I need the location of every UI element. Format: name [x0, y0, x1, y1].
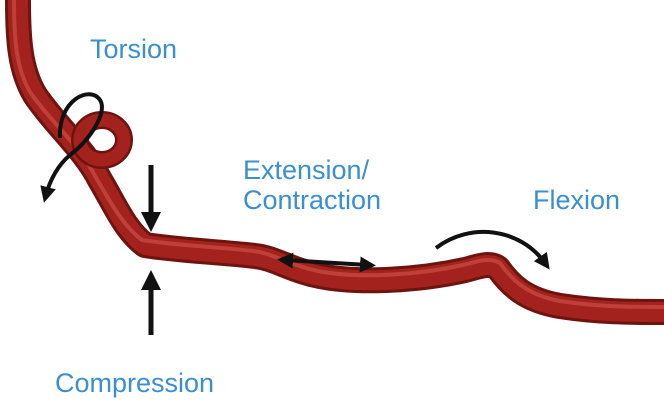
flexion-label: Flexion: [533, 185, 620, 215]
torsion-label: Torsion: [90, 34, 177, 64]
extension-label-line-1: Extension/: [243, 155, 381, 185]
extension-contraction-label: Extension/ Contraction: [243, 155, 381, 215]
compression-label: Compression: [55, 368, 214, 398]
extension-label-line-2: Contraction: [243, 185, 381, 215]
